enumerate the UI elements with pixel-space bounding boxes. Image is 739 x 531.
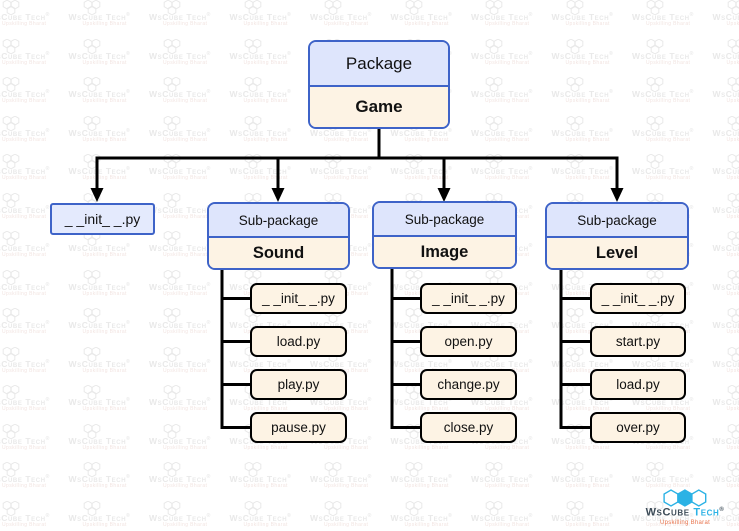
arrowhead-level (610, 188, 624, 202)
subpackage-level-type-label: Sub-package (577, 212, 657, 228)
file-box: _ _init_ _.py (250, 283, 347, 314)
registered-mark: ® (719, 507, 725, 514)
subpackage-sound-name-label: Sound (252, 243, 305, 262)
arrowhead-image (437, 188, 451, 202)
root-package-header: Package (310, 42, 448, 88)
brand-secondary-text: Tech (693, 507, 720, 519)
sound-children-line (220, 270, 250, 429)
root-package-name-label: Game (355, 97, 403, 117)
file-box: pause.py (250, 412, 347, 443)
subpackage-box-level: Sub-package Level (545, 202, 689, 270)
subpackage-level-header: Sub-package (547, 204, 687, 239)
file-label: change.py (437, 377, 500, 392)
file-label: over.py (616, 420, 660, 435)
file-label: load.py (276, 334, 321, 349)
file-label: _ _init_ _.py (262, 291, 335, 306)
file-box: load.py (250, 326, 347, 357)
brand-tagline: Upskilling Bharat (659, 520, 711, 526)
file-label: pause.py (271, 420, 326, 435)
brand-primary-text: WsCube (645, 507, 690, 519)
file-box: load.py (590, 369, 686, 400)
file-label: start.py (615, 334, 661, 349)
root-package-label: Package (345, 53, 413, 73)
image-children-line (390, 269, 420, 429)
file-box: close.py (420, 412, 517, 443)
init-file-label: _ _init_ _.py (64, 211, 141, 227)
subpackage-sound-name: Sound (209, 238, 348, 268)
root-branch-line (95, 129, 619, 190)
file-box: change.py (420, 369, 517, 400)
brand-name: WsCube Tech® (637, 505, 733, 519)
file-box: start.py (590, 326, 686, 357)
arrowhead-sound (271, 188, 285, 202)
subpackage-image-header: Sub-package (374, 203, 515, 238)
file-label: _ _init_ _.py (601, 291, 675, 306)
subpackage-image-type-label: Sub-package (404, 211, 485, 227)
subpackage-sound-header: Sub-package (209, 204, 348, 239)
level-children-line (559, 270, 590, 429)
subpackage-level-name: Level (547, 238, 687, 268)
file-label: play.py (277, 377, 320, 392)
arrowhead-init (90, 188, 104, 202)
subpackage-level-name-label: Level (595, 243, 639, 262)
file-box: _ _init_ _.py (590, 283, 686, 314)
subpackage-sound-type-label: Sub-package (238, 212, 319, 228)
file-box: over.py (590, 412, 686, 443)
root-package-name: Game (310, 87, 448, 127)
file-label: open.py (444, 334, 493, 349)
root-package-box: Package Game (308, 40, 450, 129)
subpackage-image-name-label: Image (420, 242, 469, 261)
file-label: close.py (443, 420, 494, 435)
subpackage-box-sound: Sub-package Sound (207, 202, 350, 270)
subpackage-box-image: Sub-package Image (372, 201, 517, 269)
file-label: load.py (616, 377, 660, 392)
file-box: open.py (420, 326, 517, 357)
file-label: _ _init_ _.py (432, 291, 505, 306)
wscube-tech-logo: WsCube Tech® Upskilling Bharat (637, 489, 733, 526)
init-file-box: _ _init_ _.py (50, 203, 155, 235)
hexagon-logo-icon (663, 489, 707, 508)
file-box: play.py (250, 369, 347, 400)
subpackage-image-name: Image (374, 237, 515, 267)
file-box: _ _init_ _.py (420, 283, 517, 314)
